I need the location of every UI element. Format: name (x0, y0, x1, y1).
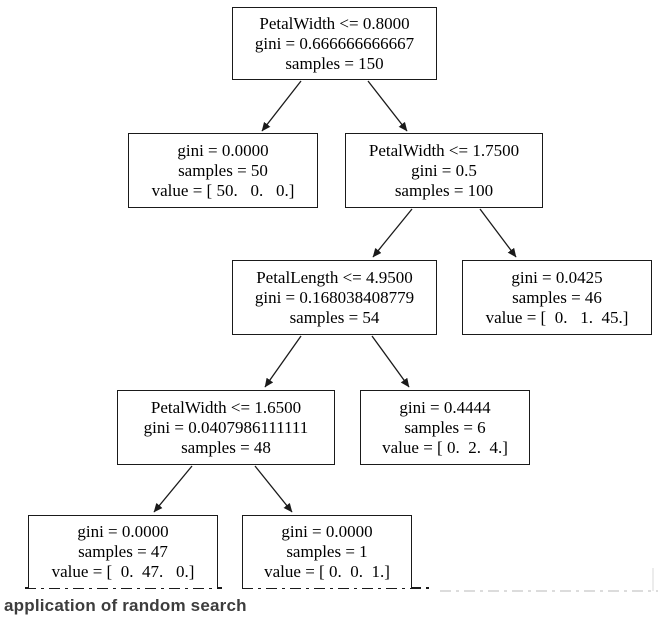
tree-edge (264, 335, 302, 388)
tree-node-l5-right: gini = 0.0000 samples = 1 value = [ 0. 0… (242, 515, 412, 588)
split-rule: PetalWidth <= 0.8000 (259, 13, 410, 33)
gini-value: gini = 0.168038408779 (254, 287, 415, 307)
tree-node-l2-left: gini = 0.0000 samples = 50 value = [ 50.… (128, 133, 318, 208)
class-values: value = [ 0. 0. 1.] (264, 562, 390, 581)
tree-edge (261, 80, 302, 132)
tree-node-l2-right: PetalWidth <= 1.7500 gini = 0.5 samples … (345, 133, 543, 208)
gini-value: gini = 0.0000 (177, 140, 269, 160)
tree-node-l5-left: gini = 0.0000 samples = 47 value = [ 0. … (28, 515, 218, 588)
split-rule: PetalWidth <= 1.7500 (368, 140, 520, 160)
gini-value: gini = 0.0407986111111 (143, 417, 309, 437)
gini-value: gini = 0.0425 (511, 267, 603, 287)
tree-node-l4-left: PetalWidth <= 1.6500 gini = 0.0407986111… (117, 390, 335, 465)
gini-value: gini = 0.666666666667 (254, 33, 415, 53)
tree-edge (479, 208, 517, 258)
samples-count: samples = 47 (78, 542, 168, 561)
figure-caption: application of random search (4, 596, 247, 615)
split-rule: PetalWidth <= 1.6500 (150, 397, 302, 417)
samples-count: samples = 150 (285, 53, 384, 73)
samples-count: samples = 46 (512, 287, 602, 307)
samples-count: samples = 6 (404, 417, 486, 437)
gini-value: gini = 0.0000 (281, 522, 373, 541)
tree-node-l3-right: gini = 0.0425 samples = 46 value = [ 0. … (462, 260, 652, 335)
samples-count: samples = 1 (286, 542, 368, 561)
tree-node-l3-left: PetalLength <= 4.9500 gini = 0.168038408… (232, 260, 437, 335)
tree-edge (153, 465, 193, 513)
samples-count: samples = 54 (289, 307, 380, 327)
class-values: value = [ 0. 1. 45.] (485, 307, 629, 327)
class-values: value = [ 0. 2. 4.] (382, 437, 508, 457)
class-values: value = [ 0. 47. 0.] (51, 562, 195, 581)
samples-count: samples = 50 (178, 160, 268, 180)
tree-edge (371, 335, 410, 388)
split-rule: PetalLength <= 4.9500 (256, 267, 413, 287)
tree-node-l4-right: gini = 0.4444 samples = 6 value = [ 0. 2… (360, 390, 530, 465)
samples-count: samples = 48 (181, 437, 271, 457)
tree-node-root: PetalWidth <= 0.8000 gini = 0.6666666666… (232, 7, 437, 80)
gini-value: gini = 0.5 (411, 160, 477, 180)
tree-edge (254, 465, 293, 513)
samples-count: samples = 100 (394, 180, 494, 200)
gini-value: gini = 0.4444 (399, 397, 491, 417)
class-values: value = [ 50. 0. 0.] (151, 180, 295, 200)
gini-value: gini = 0.0000 (77, 522, 169, 541)
tree-edge (372, 208, 413, 258)
tree-edge (367, 80, 408, 132)
